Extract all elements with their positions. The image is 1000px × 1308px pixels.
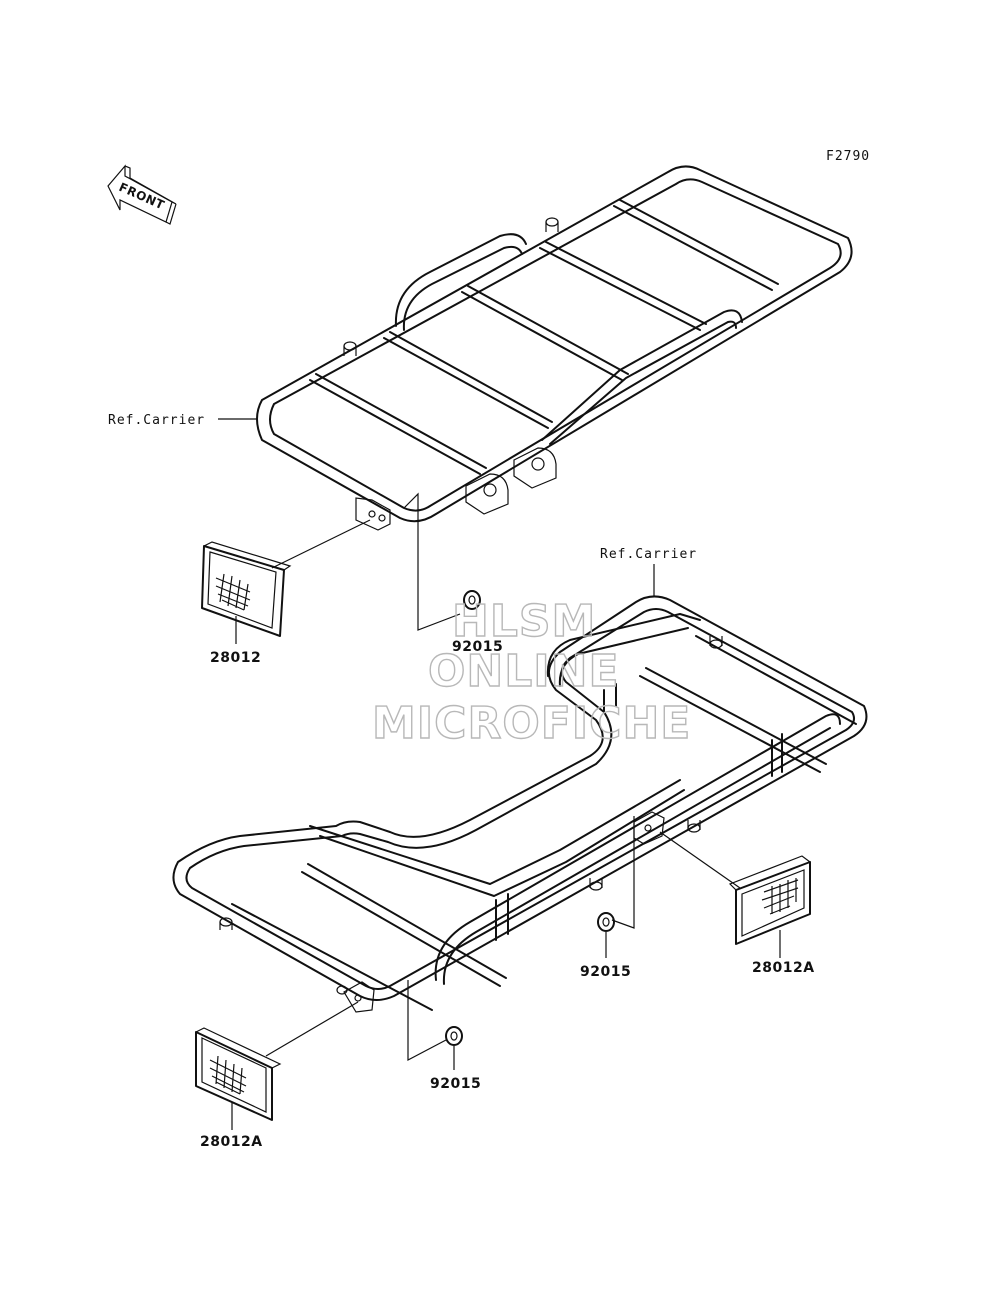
- top-carrier-frame: [218, 165, 853, 631]
- part-label-28012A-left: 28012A: [200, 1134, 263, 1150]
- bottom-carrier-frame: [172, 564, 868, 1061]
- part-label-92015-top: 92015: [452, 639, 503, 655]
- figure-code: F2790: [826, 149, 870, 164]
- part-label-92015-mid: 92015: [580, 964, 631, 980]
- watermark: HLSM ONLINE MICROFICHE: [371, 595, 691, 749]
- nut-92015-top-icon: [463, 590, 481, 610]
- svg-text:HLSM: HLSM: [452, 596, 596, 647]
- ref-carrier-label-bottom: Ref.Carrier: [600, 547, 697, 562]
- svg-text:ONLINE: ONLINE: [428, 646, 620, 697]
- part-label-28012A-right: 28012A: [752, 960, 815, 976]
- front-arrow-icon: FRONT: [107, 164, 177, 225]
- reflector-28012A-left-icon: [195, 1001, 359, 1130]
- nut-92015-bottom-icon: [445, 1026, 463, 1070]
- reflector-28012-icon: [201, 519, 371, 644]
- reflector-28012A-right-icon: [659, 831, 811, 958]
- ref-carrier-label-top: Ref.Carrier: [108, 413, 205, 428]
- svg-text:MICROFICHE: MICROFICHE: [372, 698, 691, 749]
- part-label-92015-bottom: 92015: [430, 1076, 481, 1092]
- nut-92015-mid-icon: [597, 912, 615, 958]
- part-label-28012: 28012: [210, 650, 261, 666]
